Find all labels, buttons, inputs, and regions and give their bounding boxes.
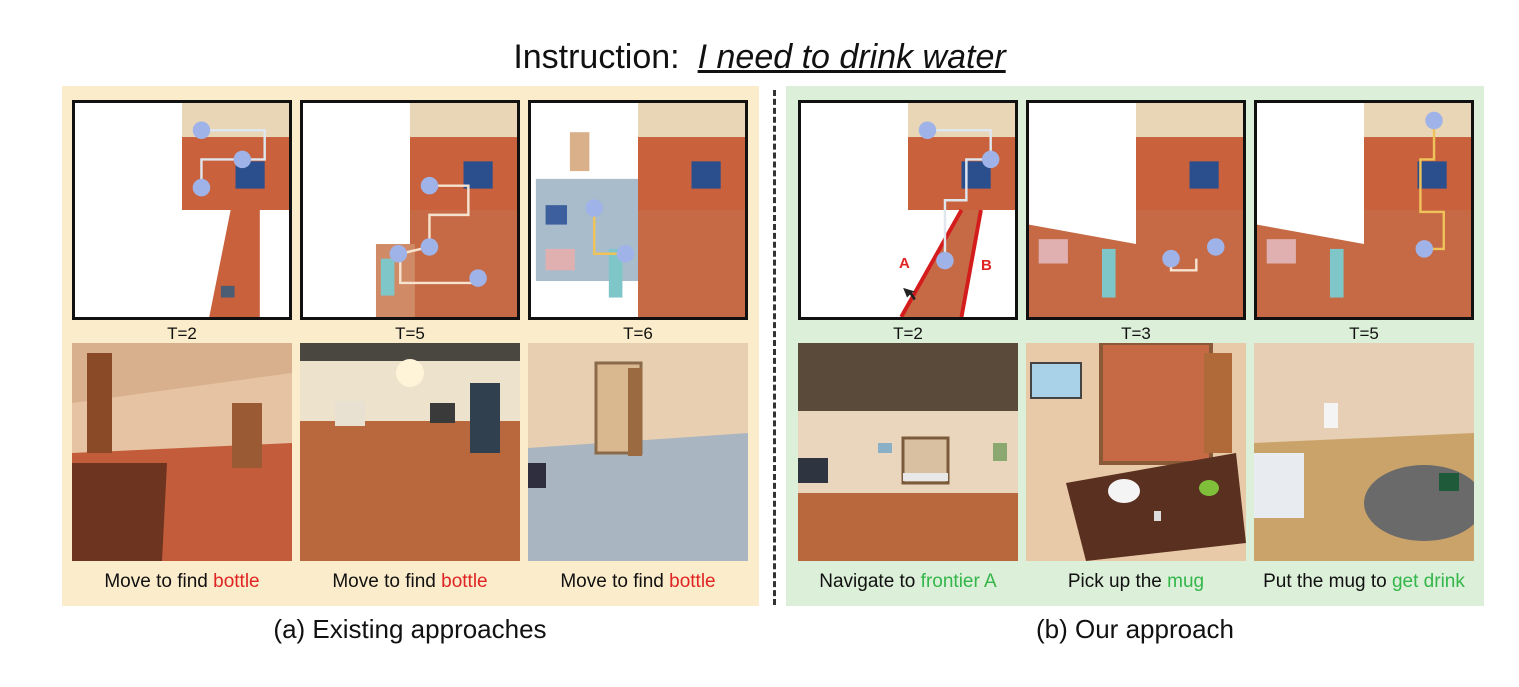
caption-action: Move to find [560,571,664,592]
instruction-prefix: Instruction: [513,38,680,76]
caption-target: bottle [441,571,488,592]
panel-divider [773,90,776,605]
egocentric-view [1254,343,1474,561]
topdown-map [72,100,292,320]
step-caption: Move to find bottle [62,571,302,593]
egocentric-view [528,343,748,561]
caption-action: Put the mug to [1263,571,1387,592]
topdown-map [1254,100,1474,320]
time-step-label: T=6 [623,324,653,343]
caption-target: bottle [669,571,716,592]
frontier-b-label: B [981,257,992,274]
time-step-label: T=2 [893,324,923,343]
caption-target: get drink [1391,571,1465,592]
caption-target: mug [1167,571,1205,592]
caption-action: Move to find [332,571,436,592]
our-approach-caption: (b) Our approach [1036,614,1234,644]
caption-action: Pick up the [1067,571,1162,592]
caption-target: bottle [213,571,260,592]
step-caption: Pick up the mug [1016,571,1256,593]
time-step-label: T=5 [1349,324,1379,343]
instruction-text: I need to drink water [697,38,1006,76]
caption-action: Move to find [104,571,208,592]
caption-target: frontier A [920,571,997,592]
step-caption: Move to find bottle [290,571,530,593]
egocentric-view [1026,343,1246,561]
step-caption: Put the mug to get drink [1244,571,1484,593]
egocentric-view [300,343,520,561]
caption-action: Navigate to [819,571,916,592]
step-caption: Move to find bottle [518,571,758,593]
topdown-map [300,100,520,320]
egocentric-view [72,343,292,561]
topdown-map [1026,100,1246,320]
time-step-label: T=5 [395,324,425,343]
existing-approaches-caption: (a) Existing approaches [273,614,547,644]
instruction-title: Instruction: I need to drink water [0,38,1519,77]
topdown-map [798,100,1018,320]
step-caption: Navigate to frontier A [788,571,1028,593]
topdown-map [528,100,748,320]
time-step-label: T=3 [1121,324,1151,343]
time-step-label: T=2 [167,324,197,343]
frontier-a-label: A [899,255,910,272]
egocentric-view [798,343,1018,561]
